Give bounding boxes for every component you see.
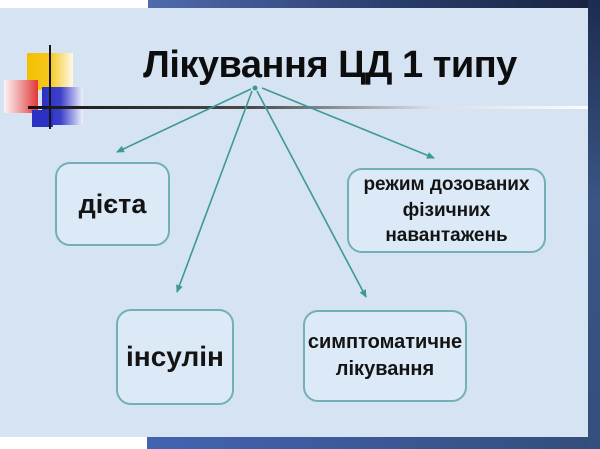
node-diet: дієта xyxy=(55,162,170,246)
logo-blue-small-square xyxy=(32,110,53,127)
top-navy-band xyxy=(148,0,600,8)
bottom-blue-band xyxy=(147,437,588,449)
bottom-white-strip xyxy=(0,437,147,449)
node-insulin-label: інсулін xyxy=(126,341,224,373)
node-insulin: інсулін xyxy=(116,309,234,405)
node-symptomatic-treatment-label: симптоматичне лікування xyxy=(307,331,463,380)
right-navy-band xyxy=(588,0,600,449)
node-diet-label: дієта xyxy=(78,188,147,219)
node-exercise-regime: режим дозованих фізичних навантажень xyxy=(347,168,546,253)
title-underline-rule xyxy=(28,106,588,109)
node-exercise-regime-label: режим дозованих фізичних навантажень xyxy=(363,174,530,247)
slide-title: Лікування ЦД 1 типу xyxy=(143,44,517,86)
top-white-strip xyxy=(0,0,148,8)
node-symptomatic-treatment: симптоматичне лікування xyxy=(303,310,467,402)
logo-vertical-axis-line xyxy=(49,45,51,129)
